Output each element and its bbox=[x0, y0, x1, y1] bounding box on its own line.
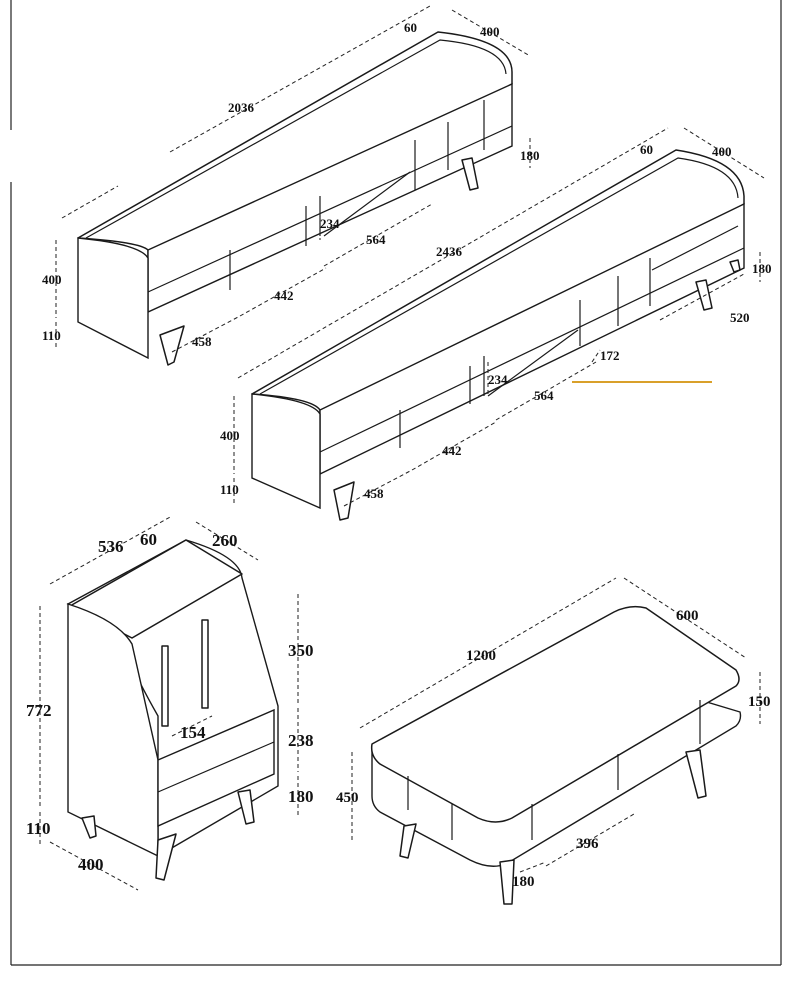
ct-dim-leg-offset bbox=[519, 861, 547, 873]
tv2-end-shelf-line bbox=[651, 225, 739, 271]
tv2-dim-length bbox=[237, 127, 669, 379]
tv1-compartment-width-label: 564 bbox=[366, 232, 386, 247]
tv1-depth-label: 400 bbox=[480, 24, 500, 39]
side-depth-label: 400 bbox=[78, 855, 104, 874]
side-dim-divider bbox=[171, 715, 213, 737]
tv1-top-face bbox=[77, 31, 513, 291]
ct-compartment-label: 396 bbox=[576, 836, 599, 852]
coffee-table-leg-front-left bbox=[399, 823, 417, 859]
tv2-back-leg bbox=[695, 279, 713, 311]
tv1-dim-length-a bbox=[61, 185, 119, 219]
tv2-far-leg bbox=[729, 259, 741, 273]
tv2-top-rim bbox=[259, 157, 739, 395]
ct-dim-length bbox=[359, 577, 617, 729]
tv2-front-leg bbox=[333, 481, 355, 521]
tv-cabinet-2436: 2436 400 60 400 110 234 564 442 458 180 … bbox=[220, 127, 772, 521]
ct-dim-width bbox=[623, 577, 747, 659]
tv2-end-module-label: 520 bbox=[730, 310, 750, 325]
coffee-table-top bbox=[370, 605, 740, 823]
tv-cabinet-2036: 2036 400 60 400 110 234 564 442 458 180 bbox=[42, 5, 540, 366]
side-top-depth-label: 260 bbox=[212, 531, 238, 550]
tv1-dim-door bbox=[171, 315, 241, 353]
tv1-dim-drawer bbox=[239, 267, 327, 317]
side-cabinet-right-leg bbox=[237, 789, 255, 825]
tv2-door-label: 458 bbox=[364, 486, 384, 501]
tv2-drawer-label: 442 bbox=[442, 443, 462, 458]
tv2-top-face bbox=[251, 149, 745, 449]
side-dim-width bbox=[49, 515, 173, 585]
ct-height-label: 450 bbox=[336, 790, 359, 806]
side-height-label: 772 bbox=[26, 701, 52, 720]
ct-top-label: 150 bbox=[748, 694, 771, 710]
side-lower-label: 180 bbox=[288, 787, 314, 806]
tv2-end-label: 180 bbox=[752, 261, 772, 276]
tv2-dim-end-module bbox=[659, 273, 745, 321]
side-cabinet-divider-a bbox=[161, 645, 169, 727]
tv1-height-label: 400 bbox=[42, 272, 62, 287]
tv1-front-leg bbox=[159, 325, 185, 366]
tv1-side-panel bbox=[77, 237, 149, 360]
coffee-table: 1200 600 150 450 396 180 bbox=[336, 577, 771, 905]
tv2-side-panel bbox=[251, 393, 321, 510]
side-dim-top-depth bbox=[195, 521, 259, 561]
coffee-table-leg-front-right bbox=[499, 859, 515, 905]
side-cabinet-back-leg bbox=[81, 815, 97, 839]
tv2-compartment-label: 234 bbox=[488, 372, 508, 387]
tv1-dim-depth bbox=[451, 9, 531, 57]
tv1-top-rim bbox=[85, 39, 507, 239]
tv2-rail-label: 60 bbox=[640, 142, 653, 157]
tv1-drawer-label: 442 bbox=[274, 288, 294, 303]
tv2-dim-compartment-width bbox=[495, 361, 597, 421]
ct-leg-offset-label: 180 bbox=[512, 874, 535, 890]
tv2-dim-gap bbox=[591, 349, 601, 363]
tv2-shelf-line bbox=[319, 247, 745, 453]
tv2-dim-depth bbox=[683, 127, 765, 179]
tv2-drawer-rail bbox=[487, 329, 579, 397]
tv1-shelf-line bbox=[147, 125, 513, 293]
side-dim-depth bbox=[49, 841, 139, 891]
side-cabinet: 536 60 260 772 110 350 238 180 400 154 bbox=[26, 515, 314, 891]
ct-length-label: 1200 bbox=[466, 648, 496, 664]
side-leg-label: 110 bbox=[26, 819, 51, 838]
tv1-rail-label: 60 bbox=[404, 20, 417, 35]
side-cabinet-front-leg bbox=[155, 833, 177, 881]
side-cabinet-divider-b bbox=[201, 619, 209, 709]
tv1-compartment-label: 234 bbox=[320, 216, 340, 231]
tv2-height-label: 400 bbox=[220, 428, 240, 443]
tv1-back-leg bbox=[461, 157, 479, 191]
tv2-dim-door bbox=[343, 469, 413, 507]
tv2-length-label: 2436 bbox=[436, 244, 463, 259]
tv2-gap-label: 172 bbox=[600, 348, 620, 363]
side-cabinet-drawer-split bbox=[157, 741, 275, 793]
tv1-door-label: 458 bbox=[192, 334, 212, 349]
coffee-table-leg-back-right bbox=[685, 749, 707, 799]
tv2-leg-label: 110 bbox=[220, 482, 239, 497]
tv2-compartment-width-label: 564 bbox=[534, 388, 554, 403]
tv1-length-label: 2036 bbox=[228, 100, 255, 115]
tv2-depth-label: 400 bbox=[712, 144, 732, 159]
side-width-label: 536 bbox=[98, 537, 124, 556]
ct-dim-compartment bbox=[545, 813, 635, 867]
tv1-dim-length-b bbox=[169, 5, 431, 153]
tv1-leg-label: 110 bbox=[42, 328, 61, 343]
side-rail-label: 60 bbox=[140, 530, 157, 549]
side-upper-label: 350 bbox=[288, 641, 314, 660]
side-drawer-label: 238 bbox=[288, 731, 314, 750]
tv2-dim-drawer bbox=[411, 421, 497, 471]
ct-width-label: 600 bbox=[676, 608, 699, 624]
side-divider-label: 154 bbox=[180, 723, 206, 742]
side-cabinet-drawer-1 bbox=[157, 708, 275, 828]
tv1-drawer-rail bbox=[323, 171, 411, 237]
tv1-end-label: 180 bbox=[520, 148, 540, 163]
